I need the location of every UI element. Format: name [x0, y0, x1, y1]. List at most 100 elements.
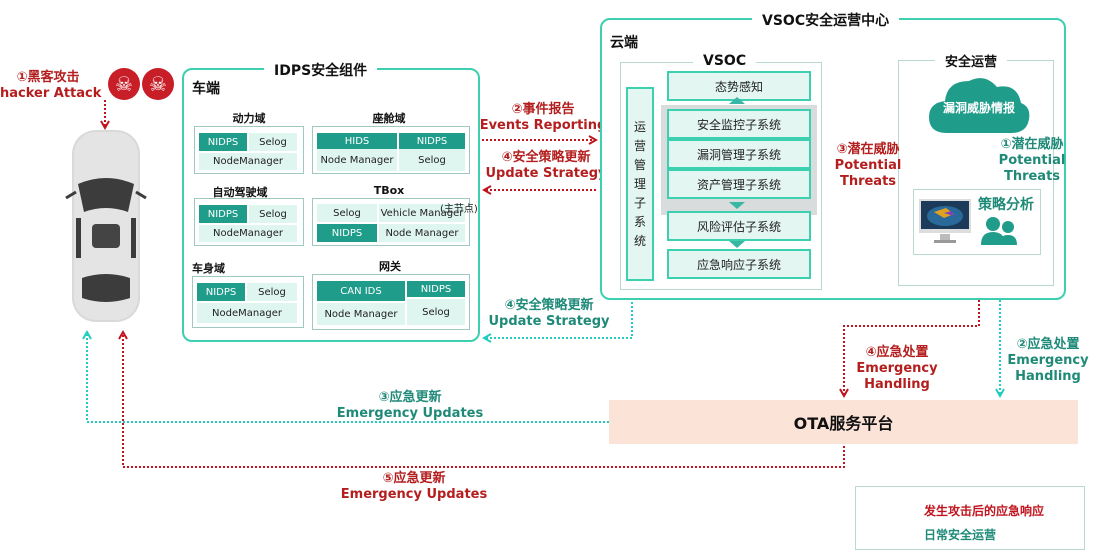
cell-nidps: NIDPS [197, 283, 245, 301]
cell-nodemanager: NodeManager [199, 153, 297, 170]
vsoc-inner-title: VSOC [693, 53, 757, 69]
potential-threats-red-en1: Potential [834, 158, 902, 173]
cloud-side-label: 云端 [610, 35, 638, 51]
domain-gateway: CAN IDS NIDPS Node Manager Selog [312, 274, 470, 330]
cell-vehicle-manager: Vehicle Manager [379, 204, 465, 222]
cell-nidps: NIDPS [407, 281, 465, 297]
ota-platform: OTA服务平台 [609, 400, 1078, 444]
domain-adas: NIDPS Selog NodeManager [194, 198, 304, 246]
cell-node-manager: Node Manager [317, 149, 397, 171]
ops-management-subsystem: 运 营 管 理 子 系 统 [626, 87, 654, 281]
arrow-down-icon [729, 202, 745, 209]
skull-crossbones-icon: ☠ [142, 68, 174, 100]
potential-threats-red-label: ③潜在威胁 Potential Threats [828, 142, 908, 190]
vsoc-inner-box: VSOC 运 营 管 理 子 系 统 态势感知 安全监控子系统 漏洞管理子系统 … [620, 53, 822, 290]
ops-char: 系 [633, 214, 646, 229]
risk-assessment-subsystem: 风险评估子系统 [667, 211, 811, 241]
update-strategy-teal-arrow [484, 298, 633, 338]
security-operations-box: 安全运营 漏洞威胁情报 策略分析 [898, 51, 1054, 286]
update-strategy-red-label: ④安全策略更新 Update Strategy [478, 150, 614, 182]
ops-char: 管 [633, 157, 646, 172]
car-icon [65, 130, 147, 322]
domain-title-body: 车身域 [192, 262, 225, 275]
strategy-analysis-box: 策略分析 [913, 189, 1041, 255]
strategy-analysis-label: 策略分析 [978, 197, 1034, 213]
asset-management-subsystem: 资产管理子系统 [667, 169, 811, 199]
vulnerability-management-subsystem: 漏洞管理子系统 [667, 139, 811, 169]
emergency-updates-teal-arrow [87, 332, 609, 423]
emergency-updates-teal-label: ③应急更新 Emergency Updates [330, 390, 490, 422]
cell-can-ids: CAN IDS [317, 281, 405, 301]
security-monitoring-subsystem: 安全监控子系统 [667, 109, 811, 139]
emergency-handling-teal-en1: Emergency [1007, 353, 1089, 368]
vsoc-title: VSOC安全运营中心 [752, 10, 900, 30]
cloud-icon [929, 78, 1030, 133]
skull-crossbones-icon: ☠ [108, 68, 140, 100]
cell-selog: Selog [247, 283, 297, 301]
domain-powertrain: NIDPS Selog NodeManager [194, 126, 304, 174]
ops-char: 统 [633, 233, 646, 248]
emergency-handling-teal-cn: ②应急处置 [1016, 337, 1080, 352]
cell-selog: Selog [249, 133, 297, 151]
update-strategy-red-en: Update Strategy [485, 166, 607, 181]
vsoc-panel: VSOC安全运营中心 云端 VSOC 运 营 管 理 子 系 统 态势感知 安全… [600, 10, 1066, 300]
cell-hids: HIDS [317, 133, 397, 149]
emergency-updates-red-en: Emergency Updates [340, 487, 488, 502]
emergency-updates-red-arrow [123, 332, 845, 468]
domain-title-gateway: 网关 [379, 260, 401, 273]
security-operations-title: 安全运营 [935, 51, 1008, 70]
potential-threats-teal-en2: Threats [1003, 169, 1061, 184]
events-reporting-cn: ②事件报告 [511, 102, 575, 117]
arrow-up-icon [729, 97, 745, 104]
domain-title-powertrain: 动力域 [232, 112, 266, 125]
legend: 发生攻击后的应急响应 日常安全运营 [855, 486, 1085, 550]
domain-title-adas: 自动驾驶域 [212, 186, 268, 199]
arrow-down-icon [729, 241, 745, 248]
ops-char: 运 [633, 119, 646, 134]
cell-selog: Selog [249, 205, 297, 223]
emergency-handling-red-cn: ④应急处置 [865, 345, 929, 360]
cell-nidps: NIDPS [399, 133, 465, 149]
users-icon [981, 217, 1017, 245]
cell-selog: Selog [317, 204, 377, 222]
update-strategy-teal-cn: ④安全策略更新 [504, 298, 594, 313]
domain-title-cockpit: 座舱域 [372, 112, 406, 125]
domain-tbox: Selog Vehicle Manager NIDPS Node Manager [312, 198, 470, 246]
ops-char: 理 [633, 176, 646, 191]
events-reporting-label: ②事件报告 Events Reporting [478, 102, 608, 134]
cell-nidps: NIDPS [199, 205, 247, 223]
hacker-attack-cn: ①黑客攻击 [16, 70, 80, 85]
threat-intel-label: 漏洞威胁情报 [942, 101, 1015, 115]
potential-threats-teal-cn: ①潜在威胁 [1000, 137, 1064, 152]
emergency-updates-teal-en: Emergency Updates [336, 406, 484, 421]
domain-body: NIDPS Selog NodeManager [192, 276, 304, 328]
potential-threats-teal-en1: Potential [998, 153, 1066, 168]
potential-threats-red-en2: Threats [839, 174, 897, 189]
emergency-handling-red-en1: Emergency [856, 361, 938, 376]
emergency-handling-red-label: ④应急处置 Emergency Handling [856, 345, 938, 393]
cell-nodemanager: NodeManager [199, 225, 297, 242]
emergency-handling-red-en2: Handling [864, 377, 930, 392]
ops-char: 子 [633, 195, 646, 210]
emergency-response-subsystem: 应急响应子系统 [667, 249, 811, 279]
potential-threats-red-cn: ③潜在威胁 [836, 142, 900, 157]
cell-selog: Selog [407, 299, 465, 325]
domain-cockpit: HIDS NIDPS Node Manager Selog [312, 126, 470, 174]
cell-nidps: NIDPS [199, 133, 247, 151]
update-strategy-teal-en: Update Strategy [488, 314, 610, 329]
hacker-attack-label: ①黑客攻击 hacker Attack [0, 70, 101, 102]
vehicle-side-label: 车端 [192, 81, 220, 97]
situational-awareness: 态势感知 [667, 71, 811, 101]
emergency-handling-teal-en2: Handling [1015, 369, 1081, 384]
legend-item-daily-ops: 日常安全运营 [924, 528, 997, 542]
cell-nodemanager: NodeManager [197, 303, 297, 323]
cell-node-manager: Node Manager [317, 303, 405, 325]
monitor-icon [919, 199, 971, 243]
idps-panel: IDPS安全组件 车端 动力域 NIDPS Selog NodeManager … [182, 60, 480, 342]
update-strategy-teal-label: ④安全策略更新 Update Strategy [484, 298, 614, 330]
emergency-updates-red-label: ⑤应急更新 Emergency Updates [334, 471, 494, 503]
emergency-handling-teal-label: ②应急处置 Emergency Handling [1006, 337, 1090, 385]
legend-item-emergency-response: 发生攻击后的应急响应 [924, 504, 1045, 518]
domain-title-tbox: TBox [373, 184, 405, 197]
